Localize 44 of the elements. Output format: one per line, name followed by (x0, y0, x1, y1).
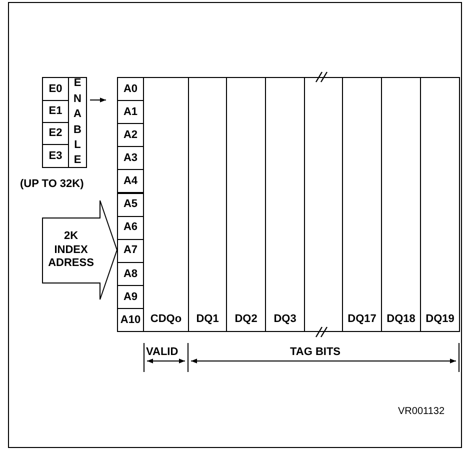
bit-label: DQ17 (348, 312, 376, 326)
column-cell (420, 77, 460, 332)
column-cell (265, 77, 305, 332)
vertical-label: ENABLE (72, 76, 82, 168)
dimension-label: VALID (146, 345, 178, 360)
arrow-label: 2K INDEX ADRESS (48, 230, 94, 272)
register-cell (117, 192, 144, 217)
cell-label: E1 (48, 104, 62, 120)
register-cell (42, 144, 69, 168)
cell-label: A5 (123, 197, 138, 212)
cell-label: E2 (48, 126, 62, 142)
cell-label: A4 (123, 174, 138, 190)
bit-label: DQ2 (234, 312, 258, 326)
dimension-label: TAG BITS (290, 345, 341, 360)
cell-label: A8 (123, 266, 138, 282)
column-cell (304, 77, 343, 332)
figure-number: VR001132 (398, 405, 445, 419)
cell-label: A1 (123, 104, 138, 120)
cell-label: A10 (120, 312, 141, 328)
cell-label: E0 (48, 82, 62, 97)
cell-label: A9 (123, 290, 138, 305)
label-box (68, 77, 87, 168)
bit-label: DQ18 (386, 312, 416, 326)
register-cell (42, 77, 69, 101)
column-cell (381, 77, 421, 332)
column-cell (188, 77, 227, 332)
bit-label: CDQo (150, 312, 182, 326)
cell-label: A0 (123, 82, 138, 97)
register-cell (117, 77, 144, 102)
note-text: (UP TO 32K) (20, 177, 84, 192)
register-cell (117, 169, 144, 194)
cell-label: A6 (123, 220, 138, 236)
cell-label: A7 (123, 243, 138, 258)
column-cell (226, 77, 266, 332)
bit-label: DQ3 (274, 312, 296, 326)
cell-label: E3 (48, 148, 62, 164)
bit-label: DQ1 (196, 312, 219, 326)
arrow (90, 98, 106, 102)
column-cell (143, 77, 189, 332)
bit-label: DQ19 (426, 312, 454, 326)
cell-label: A2 (123, 128, 138, 143)
register-cell (117, 308, 144, 332)
cell-label: A3 (123, 151, 138, 166)
column-cell (342, 77, 382, 332)
